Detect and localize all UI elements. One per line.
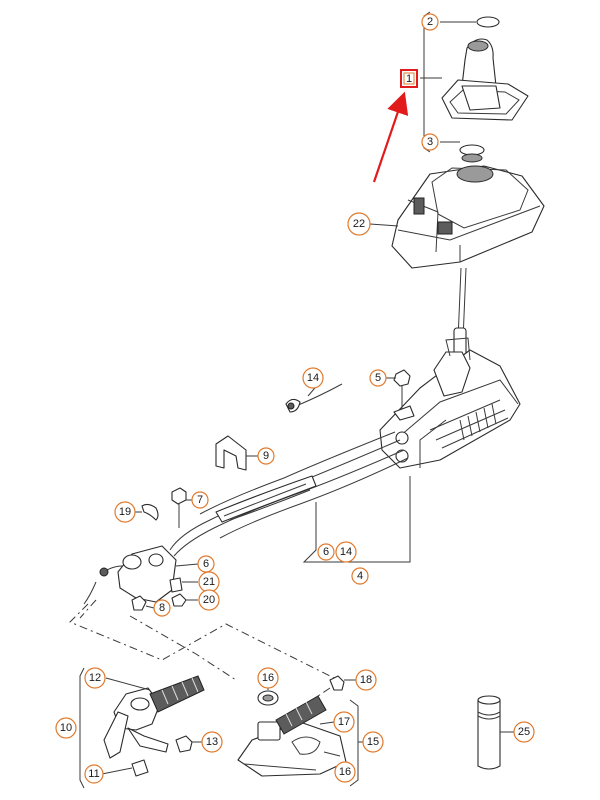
gearbox-bracket [83, 545, 187, 611]
callout-16-upper-label: 16 [262, 672, 274, 684]
callout-18-label: 18 [360, 674, 372, 686]
callout-19[interactable]: 19 [114, 501, 136, 523]
knob-cap [476, 16, 500, 28]
callout-18[interactable]: 18 [355, 669, 377, 691]
highlight-arrow [372, 91, 409, 183]
callout-14-lower-label: 14 [340, 546, 352, 558]
callout-5[interactable]: 5 [369, 369, 387, 387]
callout-13[interactable]: 13 [201, 731, 223, 753]
callout-2[interactable]: 2 [421, 13, 439, 31]
callout-14-lower[interactable]: 14 [335, 541, 357, 563]
top-bracket [423, 11, 431, 153]
callout-6-lower-label: 6 [323, 546, 329, 558]
nut-part-18 [329, 675, 345, 691]
callout-2-label: 2 [427, 16, 433, 28]
lever-assembly-10 [79, 667, 205, 789]
callout-4-label: 4 [357, 570, 363, 582]
callout-3-label: 3 [427, 136, 433, 148]
bolt-part-7 [171, 487, 187, 528]
callout-9-label: 9 [263, 450, 269, 462]
clip-part-11 [131, 759, 149, 777]
clip-part-19 [141, 503, 159, 521]
callout-11[interactable]: 11 [84, 764, 104, 784]
callout-12-label: 12 [89, 672, 101, 684]
callout-5-label: 5 [375, 372, 381, 384]
callout-8-label: 8 [159, 602, 165, 614]
gear-knob-boot-group [423, 11, 529, 163]
callout-7-label: 7 [197, 494, 203, 506]
callout-20-label: 20 [203, 594, 215, 606]
callout-21[interactable]: 21 [198, 571, 220, 593]
housing-ribs [459, 403, 497, 441]
rubber-boot-ribs-left [161, 677, 199, 705]
callout-15-label: 15 [367, 736, 379, 748]
cylinder-part-25 [477, 695, 501, 770]
callout-17[interactable]: 17 [333, 711, 355, 733]
nut-part-5 [393, 369, 415, 421]
callout-22[interactable]: 22 [347, 212, 371, 236]
callout-4[interactable]: 4 [351, 567, 369, 585]
nut-part-8 [131, 595, 147, 611]
shift-cables [169, 431, 409, 557]
callout-10[interactable]: 10 [55, 717, 77, 739]
callout-6-upper[interactable]: 6 [197, 555, 215, 573]
callout-25[interactable]: 25 [513, 721, 535, 743]
callout-9[interactable]: 9 [257, 447, 275, 465]
highlighted-part-1[interactable]: 1 [400, 69, 418, 88]
callout-19-label: 19 [119, 506, 131, 518]
cable-bracket-4 [302, 476, 411, 563]
callout-10-label: 10 [60, 722, 72, 734]
grommet-part-21 [169, 577, 183, 593]
callout-25-label: 25 [518, 726, 530, 738]
dashed-leaders [69, 599, 339, 709]
callout-16-lower[interactable]: 16 [334, 761, 356, 783]
callout-14-top[interactable]: 14 [302, 367, 324, 389]
callout-3[interactable]: 3 [421, 133, 439, 151]
callout-15[interactable]: 15 [362, 731, 384, 753]
callout-6-upper-label: 6 [203, 558, 209, 570]
callout-21-label: 21 [203, 576, 215, 588]
callout-leaders [101, 21, 514, 775]
callout-16-upper[interactable]: 16 [257, 667, 279, 689]
bracket-part-9 [215, 435, 247, 471]
shift-lever-rod [453, 267, 467, 359]
cable-clip-top [285, 383, 343, 413]
pin-part-13 [175, 735, 193, 753]
callout-16-lower-label: 16 [339, 766, 351, 778]
callout-13-label: 13 [206, 736, 218, 748]
nut-part-20 [171, 593, 187, 607]
callout-6-lower[interactable]: 6 [317, 543, 335, 561]
shift-housing-cover [391, 165, 545, 269]
callout-12[interactable]: 12 [84, 667, 106, 689]
callout-11-label: 11 [88, 768, 99, 780]
lever-assembly-15 [237, 675, 359, 787]
rubber-boot-ribs-right [285, 701, 313, 727]
gear-selector-mechanism [379, 337, 521, 469]
highlighted-part-1-label: 1 [406, 73, 412, 85]
callout-14-top-label: 14 [307, 372, 319, 384]
callout-7[interactable]: 7 [191, 491, 209, 509]
callout-8[interactable]: 8 [153, 599, 171, 617]
callout-20[interactable]: 20 [198, 589, 220, 611]
callout-17-label: 17 [338, 716, 350, 728]
callout-22-label: 22 [353, 218, 365, 230]
